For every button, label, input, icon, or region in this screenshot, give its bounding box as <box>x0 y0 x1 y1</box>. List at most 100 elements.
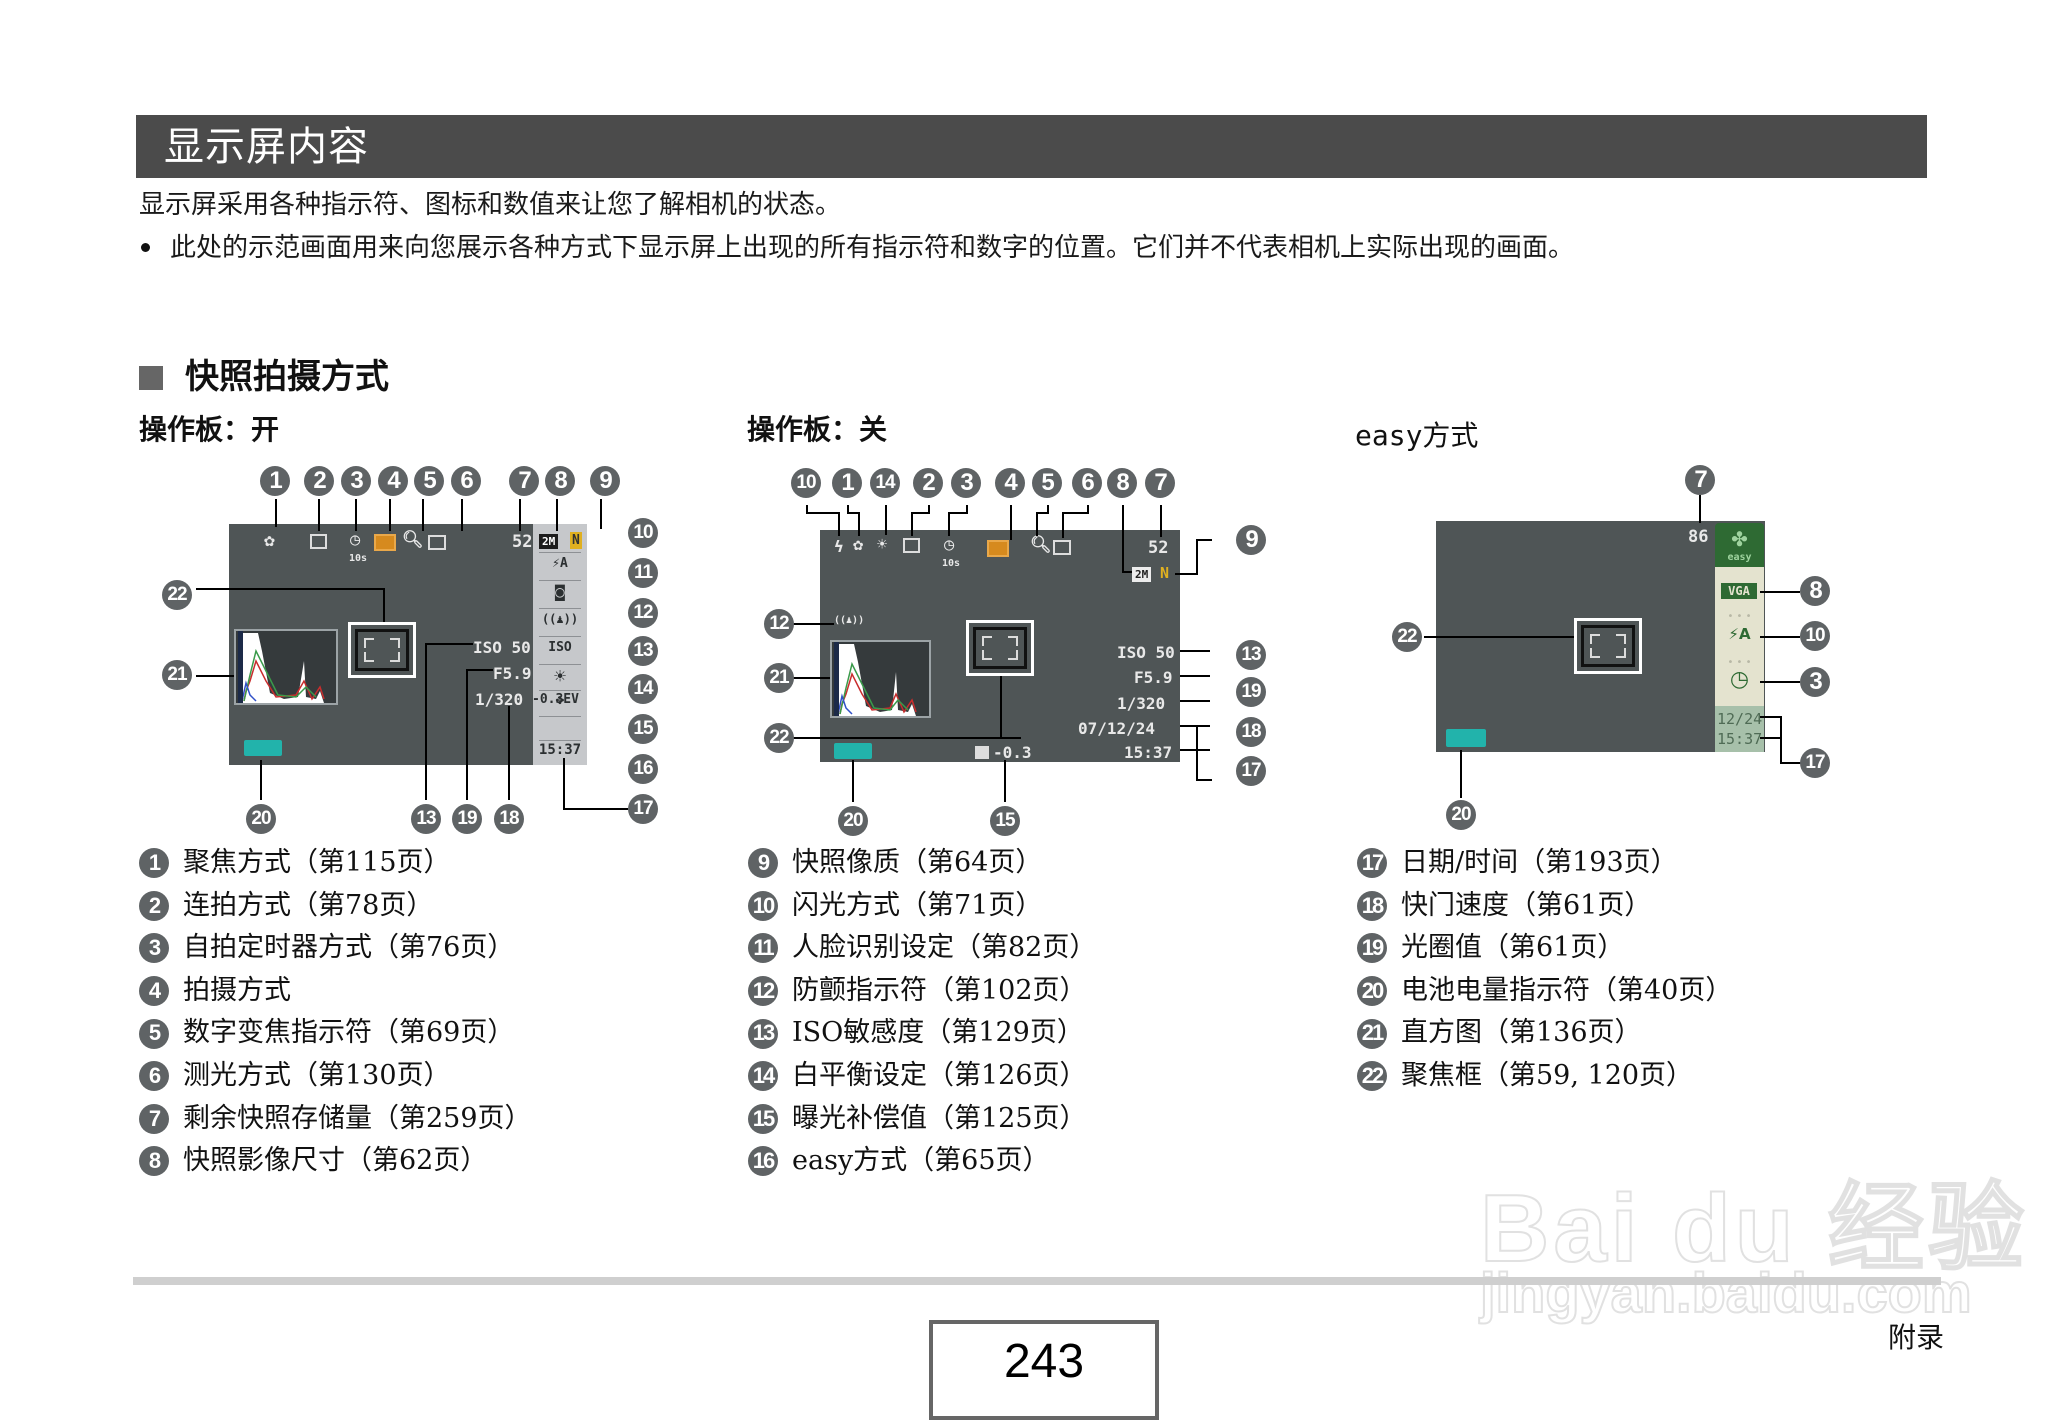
subhead-panel-on: 操作板：开 <box>139 413 280 446</box>
aperture-readout: F5.9 <box>1134 668 1173 687</box>
note-bullet: 此处的示范画面用来向您展示各种方式下显示屏上出现的所有指示符和数字的位置。它们并… <box>139 231 1574 265</box>
callout-3: 3 <box>1800 667 1830 697</box>
callout-4: 4 <box>378 466 408 496</box>
watermark-logo: Bai du 经验 <box>1479 1174 2029 1283</box>
quality-badge: N <box>570 532 582 549</box>
page-number: 243 <box>1003 1335 1085 1388</box>
callout-2: 2 <box>913 468 943 498</box>
metering-icon <box>1053 540 1071 555</box>
callout-9: 9 <box>1236 525 1266 555</box>
footer-section-label: 附录 <box>1888 1321 1945 1354</box>
self-timer-icon: ◷ <box>350 530 361 550</box>
page-header-bar: 显示屏内容 <box>136 115 1927 178</box>
date-readout: 12/24 <box>1717 710 1763 728</box>
panel-time: 15:37 <box>538 742 582 758</box>
separator-dots: • • • <box>1727 611 1752 622</box>
callout-19: 19 <box>452 804 482 834</box>
callout-17: 17 <box>1236 756 1266 786</box>
easy-label: easy <box>1727 552 1752 563</box>
remaining-shots: 52 <box>512 532 533 552</box>
histogram <box>830 640 931 718</box>
page-number-box: 243 <box>929 1320 1159 1420</box>
callout-12: 12 <box>628 598 658 628</box>
focus-mode-icon: ✿ <box>264 530 275 551</box>
callout-18: 18 <box>494 804 524 834</box>
focus-frame <box>1574 618 1642 674</box>
shutter-readout: 1/320 <box>1117 694 1166 713</box>
battery-icon <box>244 740 282 756</box>
face-detect-icon: ◙ <box>555 582 565 601</box>
bullet-icon <box>141 242 150 252</box>
callout-10: 10 <box>628 518 658 548</box>
callout-22: 22 <box>1392 622 1422 652</box>
remaining-shots: 86 <box>1688 527 1709 547</box>
callout-8: 8 <box>1800 576 1830 606</box>
iso-panel-label: ISO <box>548 640 572 655</box>
callout-3: 3 <box>951 468 981 498</box>
callout-6: 6 <box>451 466 481 496</box>
callout-18: 18 <box>1236 717 1266 747</box>
remaining-shots: 52 <box>1148 538 1169 558</box>
callout-7: 7 <box>1145 468 1175 498</box>
self-timer-label: 10s <box>349 553 368 564</box>
aperture-readout: F5.9 <box>493 664 532 683</box>
time-readout: 15:37 <box>1124 743 1173 762</box>
callout-20: 20 <box>1446 800 1476 830</box>
clover-icon: ✤ <box>1731 527 1748 551</box>
histogram <box>234 629 338 705</box>
callout-14: 14 <box>628 674 658 704</box>
callout-7: 7 <box>509 466 539 496</box>
callout-8: 8 <box>1107 468 1137 498</box>
callout-13b: 13 <box>411 804 441 834</box>
callout-7: 7 <box>1685 465 1715 495</box>
subhead-panel-off: 操作板：关 <box>747 413 888 446</box>
battery-icon <box>834 743 872 759</box>
quality-badge: N <box>1160 564 1170 582</box>
callout-22: 22 <box>764 723 794 753</box>
callout-2: 2 <box>304 466 334 496</box>
metering-icon <box>428 535 446 550</box>
intro-text: 显示屏采用各种指示符、图标和数值来让您了解相机的状态。 <box>139 190 842 220</box>
white-balance-icon: ☀ <box>877 535 888 555</box>
shooting-mode-icon <box>987 540 1009 557</box>
square-icon <box>139 366 163 390</box>
anti-shake-icon: ((♟)) <box>834 615 865 626</box>
callout-8: 8 <box>545 466 575 496</box>
image-size-badge: 2M <box>1132 567 1152 582</box>
image-size-badge: 2M <box>539 534 559 549</box>
easy-mode-badge: ✤ easy <box>1715 523 1764 567</box>
callout-20: 20 <box>246 804 276 834</box>
callout-5: 5 <box>1032 468 1062 498</box>
flash-icon: ϟ <box>834 537 844 556</box>
ev-value: -0.3EV <box>532 692 579 707</box>
callout-17: 17 <box>628 794 658 824</box>
callout-10: 10 <box>1800 621 1830 651</box>
callout-6: 6 <box>1072 468 1102 498</box>
callout-1: 1 <box>832 468 862 498</box>
flash-auto-icon: ⚡A <box>1728 625 1751 643</box>
battery-icon <box>1446 729 1486 747</box>
callout-19: 19 <box>1236 677 1266 707</box>
date-readout: 07/12/24 <box>1078 719 1156 738</box>
callout-14: 14 <box>870 468 900 498</box>
callout-15: 15 <box>990 806 1020 836</box>
easy-panel: VGA • • • ⚡A • • • ◷ <box>1715 567 1764 706</box>
anti-shake-icon: ((♟)) <box>541 612 579 626</box>
footer-divider <box>133 1277 1941 1285</box>
